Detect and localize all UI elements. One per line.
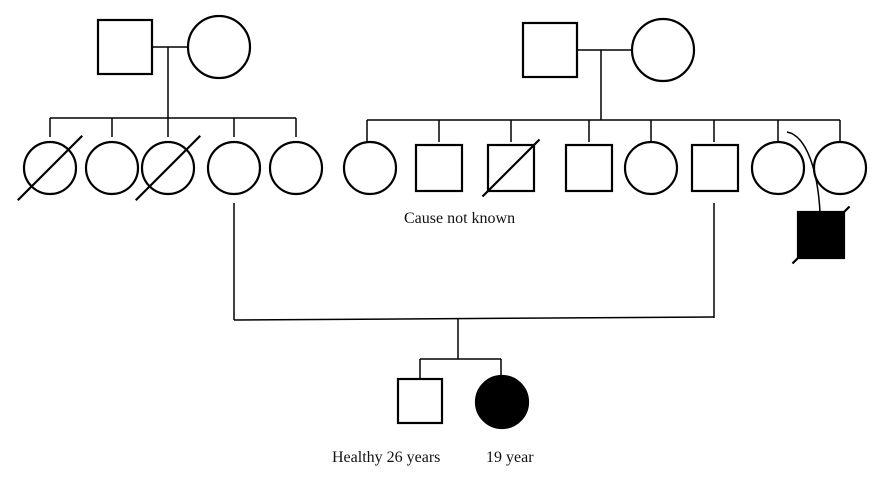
healthy-son-square xyxy=(396,377,444,425)
right-sibling-7 xyxy=(750,140,806,196)
right-sibling-2 xyxy=(414,143,464,193)
right-grandparent-1-square xyxy=(521,21,579,79)
right-grandparent-1 xyxy=(521,21,579,79)
right-sibling-6 xyxy=(690,143,740,193)
affected-daughter-circle xyxy=(474,374,530,430)
cause-not-known-label: Cause not known xyxy=(404,210,516,227)
right-sibling-8-circle xyxy=(812,140,868,196)
left-grandparent-1 xyxy=(96,18,154,76)
parents-marriage-line xyxy=(233,316,715,321)
left-grandparent-1-square xyxy=(96,18,154,76)
affected-cousin-deceased-slash xyxy=(791,205,851,265)
left-grandparent-2-circle xyxy=(186,14,252,80)
left-sibling-1-deceased-slash xyxy=(16,134,84,202)
right-sibling-4 xyxy=(564,143,614,193)
left-sibling-5 xyxy=(268,140,324,196)
healthy-son xyxy=(396,377,444,425)
right-sibling-1-circle xyxy=(342,140,398,196)
left-sibling-3-deceased-slash xyxy=(134,134,202,202)
right-sibling-4-square xyxy=(564,143,614,193)
son-note-label: Healthy 26 years xyxy=(332,449,441,466)
right-sibling-7-circle xyxy=(750,140,806,196)
left-sibling-1 xyxy=(16,134,84,202)
right-grandparent-2 xyxy=(630,17,696,83)
left-sibling-5-circle xyxy=(268,140,324,196)
right-grandparent-2-circle xyxy=(630,17,696,83)
right-sibling-5-circle xyxy=(623,140,679,196)
right-sibling-5 xyxy=(623,140,679,196)
left-sibling-2-circle xyxy=(84,140,140,196)
affected-cousin xyxy=(791,205,851,265)
left-sibling-2 xyxy=(84,140,140,196)
left-sibling-4 xyxy=(206,140,262,196)
right-sibling-2-square xyxy=(414,143,464,193)
affected-daughter xyxy=(474,374,530,430)
daughter-note-label: 19 year xyxy=(486,449,534,466)
right-sibling-3-deceased-slash xyxy=(481,138,541,198)
pedigree-connector-lines xyxy=(49,46,841,378)
left-grandparent-2 xyxy=(186,14,252,80)
pedigree-symbols xyxy=(16,14,868,430)
left-sibling-3 xyxy=(134,134,202,202)
right-sibling-6-square xyxy=(690,143,740,193)
right-sibling-8 xyxy=(812,140,868,196)
left-sibling-4-circle xyxy=(206,140,262,196)
right-sibling-1 xyxy=(342,140,398,196)
cousin-descent-line xyxy=(786,131,821,213)
right-sibling-3 xyxy=(481,138,541,198)
